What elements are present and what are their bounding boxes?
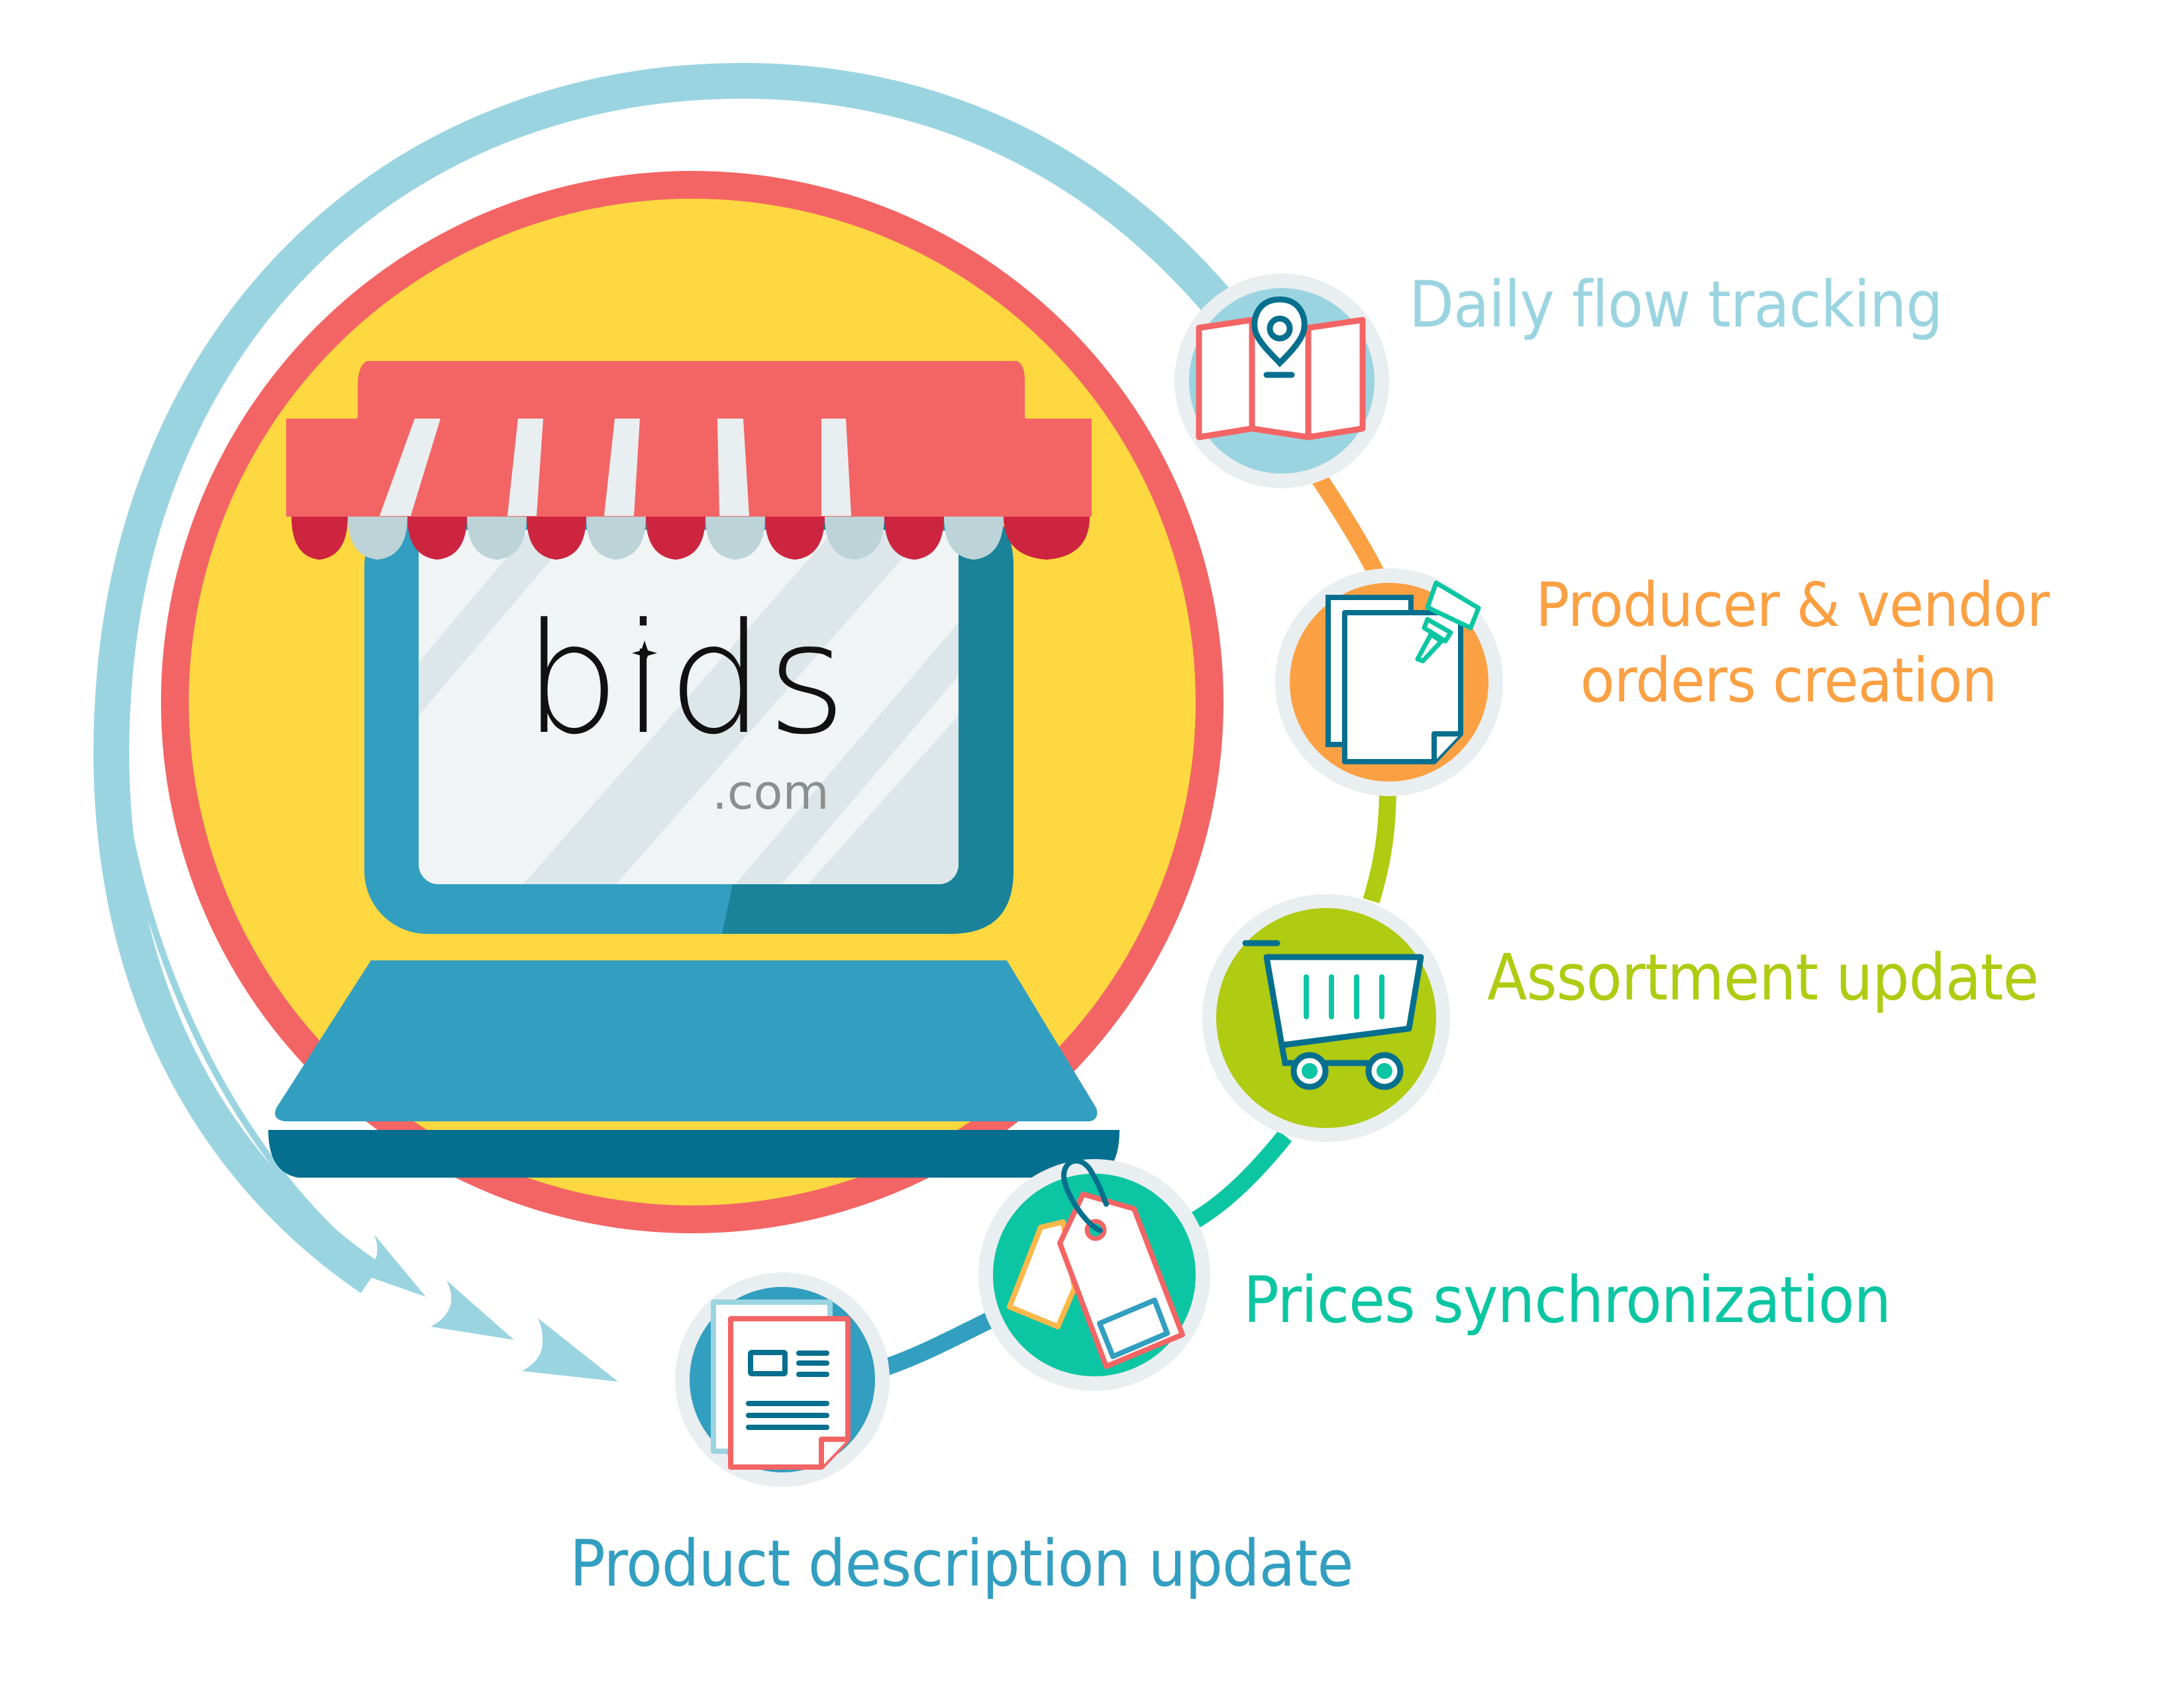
- step-node-product-description[interactable]: [675, 1272, 890, 1487]
- step-node-producer-orders[interactable]: [1275, 568, 1503, 796]
- product-sheet-icon: [711, 1300, 851, 1470]
- step-label-prices: Prices synchronization: [1243, 1263, 1891, 1337]
- step-node-daily-flow[interactable]: [1174, 274, 1389, 488]
- awning-scallops: [291, 517, 1090, 560]
- price-tags-icon: [1007, 1158, 1185, 1369]
- node-connectors: [881, 472, 1396, 1376]
- return-arc: [93, 62, 1239, 1294]
- step-node-assortment[interactable]: [1202, 894, 1450, 1142]
- arrow-chevrons-icon: [354, 1235, 618, 1382]
- laptop-icon: [268, 503, 1119, 1178]
- awning-stripes-clean: [286, 419, 1092, 517]
- step-label-producer-line1: Producer & vendor: [1535, 570, 2050, 640]
- step-node-prices[interactable]: [978, 1158, 1210, 1391]
- logo-wordmark: bids: [523, 591, 849, 768]
- step-label-producer-line2: orders creation: [1580, 645, 1997, 716]
- step-label-daily-flow: Daily flow tracking: [1409, 268, 1943, 342]
- logo-sparkle-icon: [632, 640, 657, 665]
- pinned-documents-icon: [1326, 580, 1481, 764]
- step-label-assortment: Assortment update: [1487, 941, 2039, 1015]
- logo-suffix: .com: [712, 764, 829, 820]
- shopping-cart-icon: [1242, 940, 1424, 1090]
- step-label-product-description: Product description update: [570, 1527, 1353, 1601]
- step-label-producer-orders: Producer & vendor orders creation: [1514, 575, 2063, 711]
